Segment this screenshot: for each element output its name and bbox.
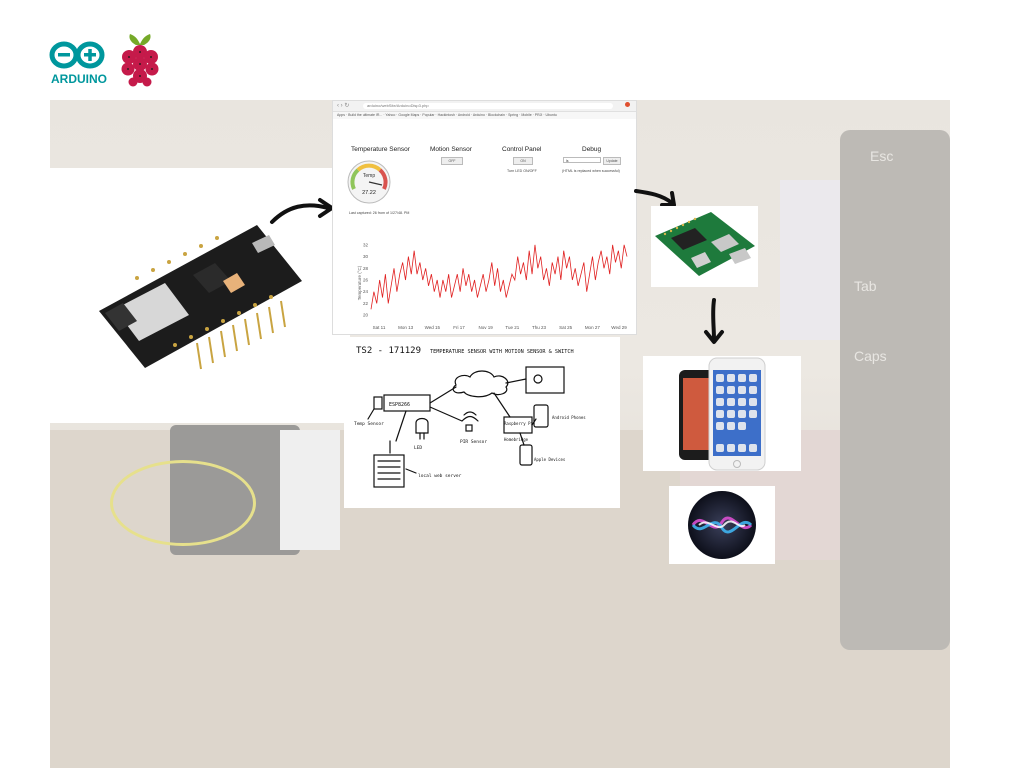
chart-series-line-0 — [370, 244, 628, 310]
esp8266-board-image — [99, 225, 302, 370]
chart-x-tick-3: Fri 17 — [453, 325, 465, 330]
diagram-title: TEMPERATURE SENSOR WITH MOTION SENSOR & … — [430, 349, 574, 355]
arrow-dashboard-to-rpi — [634, 189, 676, 207]
bookmark-item: Google Maps — [398, 113, 420, 117]
debug-panel-title: Debug — [582, 146, 602, 153]
bookmarks-bar: Apps · Build the ultimate IR... · Yahoo … — [333, 112, 636, 119]
browser-url-bar: arduino/webSite/ArduinoDisp3.php — [363, 103, 613, 109]
key-esc: Esc — [870, 148, 894, 164]
chart-y-tick-5: 30 — [363, 254, 369, 259]
debug-command-input[interactable]: ls — [563, 157, 601, 163]
browser-toolbar: ‹ › ↻ arduino/webSite/ArduinoDisp3.php — [333, 101, 636, 112]
diagram-label-webserver: local web server — [418, 473, 462, 479]
debug-update-button[interactable]: Update — [603, 157, 621, 165]
chart-x-tick-8: Mon 27 — [585, 325, 601, 330]
diagram-label-android: Android Phones — [552, 415, 586, 420]
chart-x-tick-9: Wed 29 — [611, 325, 627, 330]
hand-drawn-diagram: TS2 - 171129 TEMPERATURE SENSOR WITH MOT… — [344, 337, 620, 508]
background-wire — [110, 460, 256, 546]
diagram-label-pir: PIR Sensor — [460, 439, 487, 445]
motion-status: OFF — [441, 157, 463, 165]
chart-y-tick-6: 32 — [363, 242, 369, 247]
dashboard-screenshot: ‹ › ↻ arduino/webSite/ArduinoDisp3.php A… — [332, 100, 637, 335]
chart-x-tick-6: Thu 23 — [532, 325, 547, 330]
bookmark-item: Popular — [422, 113, 435, 117]
siri-icon — [669, 486, 775, 564]
control-panel-title: Control Panel — [502, 146, 542, 153]
diagram-label-temp: Temp Sensor — [354, 421, 384, 427]
chart-y-tick-4: 28 — [363, 266, 369, 271]
chart-y-tick-0: 20 — [363, 313, 369, 318]
chart-x-tick-1: Mon 13 — [398, 325, 414, 330]
chart-y-tick-2: 24 — [363, 289, 369, 294]
gauge-value: 27.22 — [362, 190, 376, 196]
bookmark-item: Apps — [337, 113, 345, 117]
chart-x-tick-4: Nov 19 — [479, 325, 494, 330]
chart-x-tick-5: Tue 21 — [505, 325, 519, 330]
bookmark-item: Arduino — [472, 113, 485, 117]
last-captured-text: Last captured: 26 from of 1/27/48. PM — [349, 211, 410, 215]
raspberry-pi-logo — [121, 34, 159, 87]
arduino-logo: ARDUINO — [49, 41, 107, 86]
chart-x-ticks: Sat 11 Mon 13 Wed 15 Fri 17 Nov 19 Tue 21 Thu … — [373, 325, 628, 330]
arrow-rpi-to-phones — [704, 298, 724, 344]
chart-y-ticks: 20 22 24 26 28 30 32 — [363, 242, 369, 317]
bookmark-item: Android — [457, 113, 470, 117]
temperature-chart: Temperature (°C) 20 22 24 26 28 30 32 Sat 11 Mo… — [357, 242, 628, 330]
chart-y-tick-3: 26 — [363, 278, 369, 283]
diagram-drawing: TS2 - 171129 TEMPERATURE SENSOR WITH MOT… — [354, 346, 586, 488]
diagram-label-esp: ESP8266 — [389, 402, 410, 408]
chart-x-tick-7: Sat 25 — [559, 325, 573, 330]
led-toggle-button[interactable]: ON — [513, 157, 533, 165]
bookmark-item: Blockchain — [488, 113, 505, 117]
chart-series — [370, 244, 628, 310]
chart-y-axis-label: Temperature (°C) — [357, 265, 362, 300]
browser-nav-icons: ‹ › ↻ — [337, 103, 350, 109]
bookmark-item: Yahoo — [385, 113, 396, 117]
arrow-esp-to-dashboard — [270, 198, 334, 224]
bookmark-item: PRJI — [534, 113, 543, 117]
iphones-image — [643, 356, 801, 471]
key-caps: Caps — [854, 348, 887, 364]
temperature-gauge: Temp 27.22 — [347, 160, 391, 204]
arduino-logo-text: ARDUINO — [51, 72, 107, 86]
chart-x-tick-0: Sat 11 — [373, 325, 386, 330]
diagram-label-led: LED — [414, 445, 422, 451]
chart-x-tick-2: Wed 15 — [425, 325, 441, 330]
browser-extension-icon — [625, 102, 630, 107]
background-keyboard: Esc Tab Caps — [840, 130, 950, 650]
debug-caption: (HTML is replaced when successful) — [562, 169, 620, 173]
bookmark-item: Hackintosh — [437, 113, 455, 117]
bookmark-item: Build the ultimate IR... — [348, 113, 383, 117]
bookmark-item: Spring — [508, 113, 519, 117]
diagram-label-rpi: Raspberry Pi — [504, 421, 533, 426]
led-toggle-caption: Turn LED ON/OFF — [507, 169, 537, 173]
chart-y-tick-1: 22 — [363, 301, 369, 306]
diagram-label-apple: Apple Devices — [534, 457, 566, 462]
diagram-id: TS2 - 171129 — [356, 346, 421, 356]
key-tab: Tab — [854, 278, 877, 294]
raspberry-pi-board-image — [651, 206, 758, 287]
bookmark-item: Mobile — [521, 113, 532, 117]
motion-panel-title: Motion Sensor — [430, 146, 472, 153]
diagram-label-homebridge: Homebridge — [504, 437, 529, 442]
bookmark-item: Ubuntu — [545, 113, 557, 117]
gauge-label: Temp — [363, 173, 375, 179]
temperature-panel-title: Temperature Sensor — [351, 146, 410, 153]
background-breadboard — [280, 430, 340, 550]
